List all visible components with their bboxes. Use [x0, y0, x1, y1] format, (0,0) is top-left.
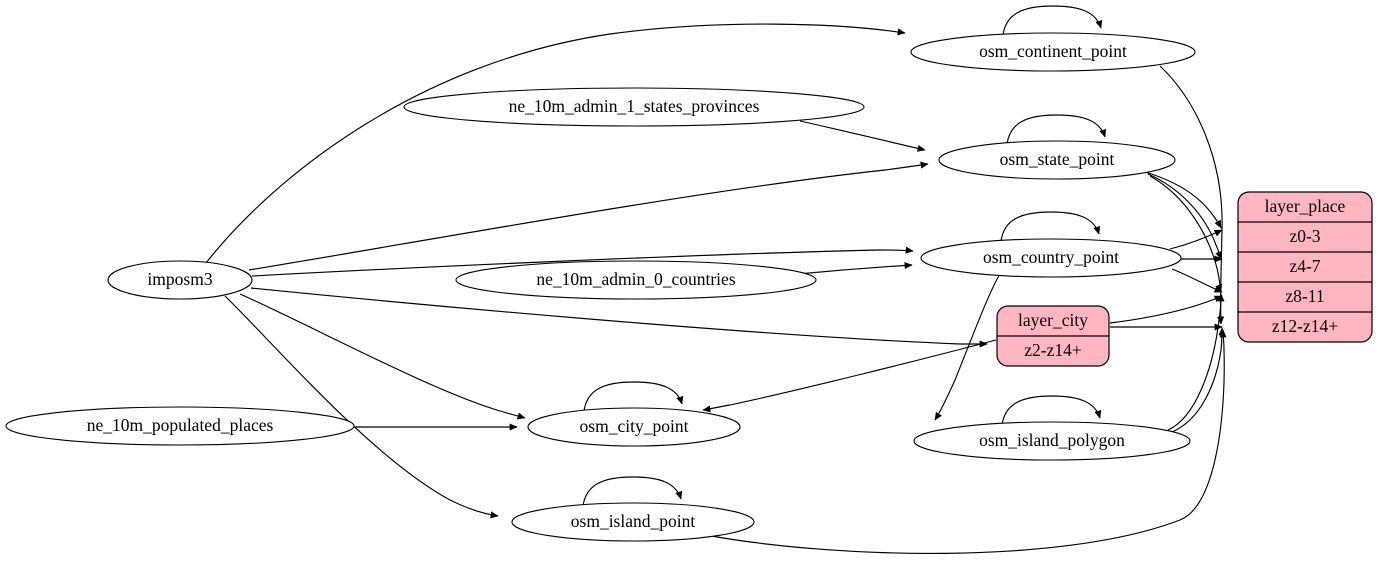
node-label-imposm3: imposm3 [147, 269, 212, 289]
node-label-osm_city_point: osm_city_point [580, 416, 689, 436]
self-loops-group [582, 5, 1107, 507]
node-label-osm_state_point: osm_state_point [1000, 149, 1115, 169]
nodes-group: imposm3 ne_10m_populated_places ne_10m_a… [5, 32, 1373, 542]
node-osm_state_point[interactable]: osm_state_point [938, 140, 1176, 180]
edge-imposm3-to-osm_island_point [224, 295, 499, 519]
node-label-osm_continent_point: osm_continent_point [979, 41, 1127, 61]
edge-osm_state_point-to-layer_place-z0-3 [1144, 171, 1222, 229]
node-osm_island_point[interactable]: osm_island_point [511, 502, 755, 542]
selfloop-osm_country_point [1000, 211, 1101, 242]
selfloop-osm_continent_point [1002, 5, 1103, 36]
layer_place-row-z8-11[interactable]: z8-11 [1285, 286, 1324, 306]
selfloop-osm_city_point [583, 381, 684, 412]
edge-osm_country_point-to-layer_place-z0-3 [1169, 229, 1223, 250]
edge-imposm3-to-osm_country_point [251, 246, 914, 277]
node-label-osm_island_polygon: osm_island_polygon [979, 430, 1125, 450]
selfloop-osm_island_point [582, 476, 683, 507]
edge-imposm3-to-osm_city_point [239, 293, 526, 420]
node-imposm3[interactable]: imposm3 [107, 260, 253, 300]
edge-layer_city-to-layer_place-z8-11 [1109, 295, 1223, 324]
selfloop-osm_state_point [1006, 114, 1107, 145]
edge-osm_island_polygon-to-layer_place-z8-11 [1167, 293, 1225, 431]
edge-imposm3-to-osm_continent_point [205, 23, 906, 264]
node-label-ne_10m_admin_0_countries: ne_10m_admin_0_countries [536, 269, 735, 289]
layer_city-row-z2-z14plus[interactable]: z2-z14+ [1024, 340, 1082, 360]
edge-osm_continent_point-to-layer_place-z12-z14 [1159, 65, 1225, 325]
node-osm_continent_point[interactable]: osm_continent_point [910, 32, 1196, 72]
node-ne_10m_populated_places[interactable]: ne_10m_populated_places [5, 406, 355, 446]
layer_city-header: layer_city [1018, 310, 1088, 330]
layer_place-header: layer_place [1265, 196, 1346, 216]
edge-ne_10m_admin_0_countries-to-osm_country_point [797, 261, 913, 275]
node-layer_place[interactable]: layer_place z0-3 z4-7 z8-11 z12-z14+ [1237, 191, 1373, 343]
edge-osm_state_point-to-layer_place-z4-7 [1147, 173, 1223, 260]
layer_place-row-z0-3[interactable]: z0-3 [1289, 226, 1320, 246]
edge-osm_country_point-to-layer_place-z8-11 [1171, 268, 1223, 293]
node-osm_city_point[interactable]: osm_city_point [527, 407, 741, 447]
edges-group [205, 23, 1227, 555]
edge-layer_city-to-osm_city_point [702, 339, 997, 413]
node-label-ne_10m_admin_1_states_provinces: ne_10m_admin_1_states_provinces [509, 96, 760, 116]
node-osm_country_point[interactable]: osm_country_point [920, 238, 1182, 278]
edge-osm_island_point-to-layer_place-z12-z14 [705, 329, 1227, 555]
node-layer_city[interactable]: layer_city z2-z14+ [996, 305, 1110, 367]
layer_place-row-z4-7[interactable]: z4-7 [1289, 256, 1320, 276]
node-ne_10m_admin_0_countries[interactable]: ne_10m_admin_0_countries [455, 260, 817, 300]
edge-ne_10m_admin_1_states_provinces-to-osm_state_point [799, 120, 926, 152]
node-ne_10m_admin_1_states_provinces[interactable]: ne_10m_admin_1_states_provinces [403, 87, 865, 127]
edge-imposm3-to-osm_state_point [248, 161, 929, 271]
edge-osm_country_point-to-osm_island_polygon [934, 273, 1001, 421]
layer_place-row-z12-z14plus[interactable]: z12-z14+ [1272, 316, 1338, 336]
node-label-osm_island_point: osm_island_point [571, 511, 696, 531]
edge-osm_island_polygon-to-layer_place-z12-z14 [1171, 327, 1226, 433]
node-label-osm_country_point: osm_country_point [983, 247, 1119, 267]
selfloop-osm_island_polygon [1001, 395, 1102, 426]
node-label-ne_10m_populated_places: ne_10m_populated_places [87, 415, 274, 435]
node-osm_island_polygon[interactable]: osm_island_polygon [913, 421, 1191, 461]
